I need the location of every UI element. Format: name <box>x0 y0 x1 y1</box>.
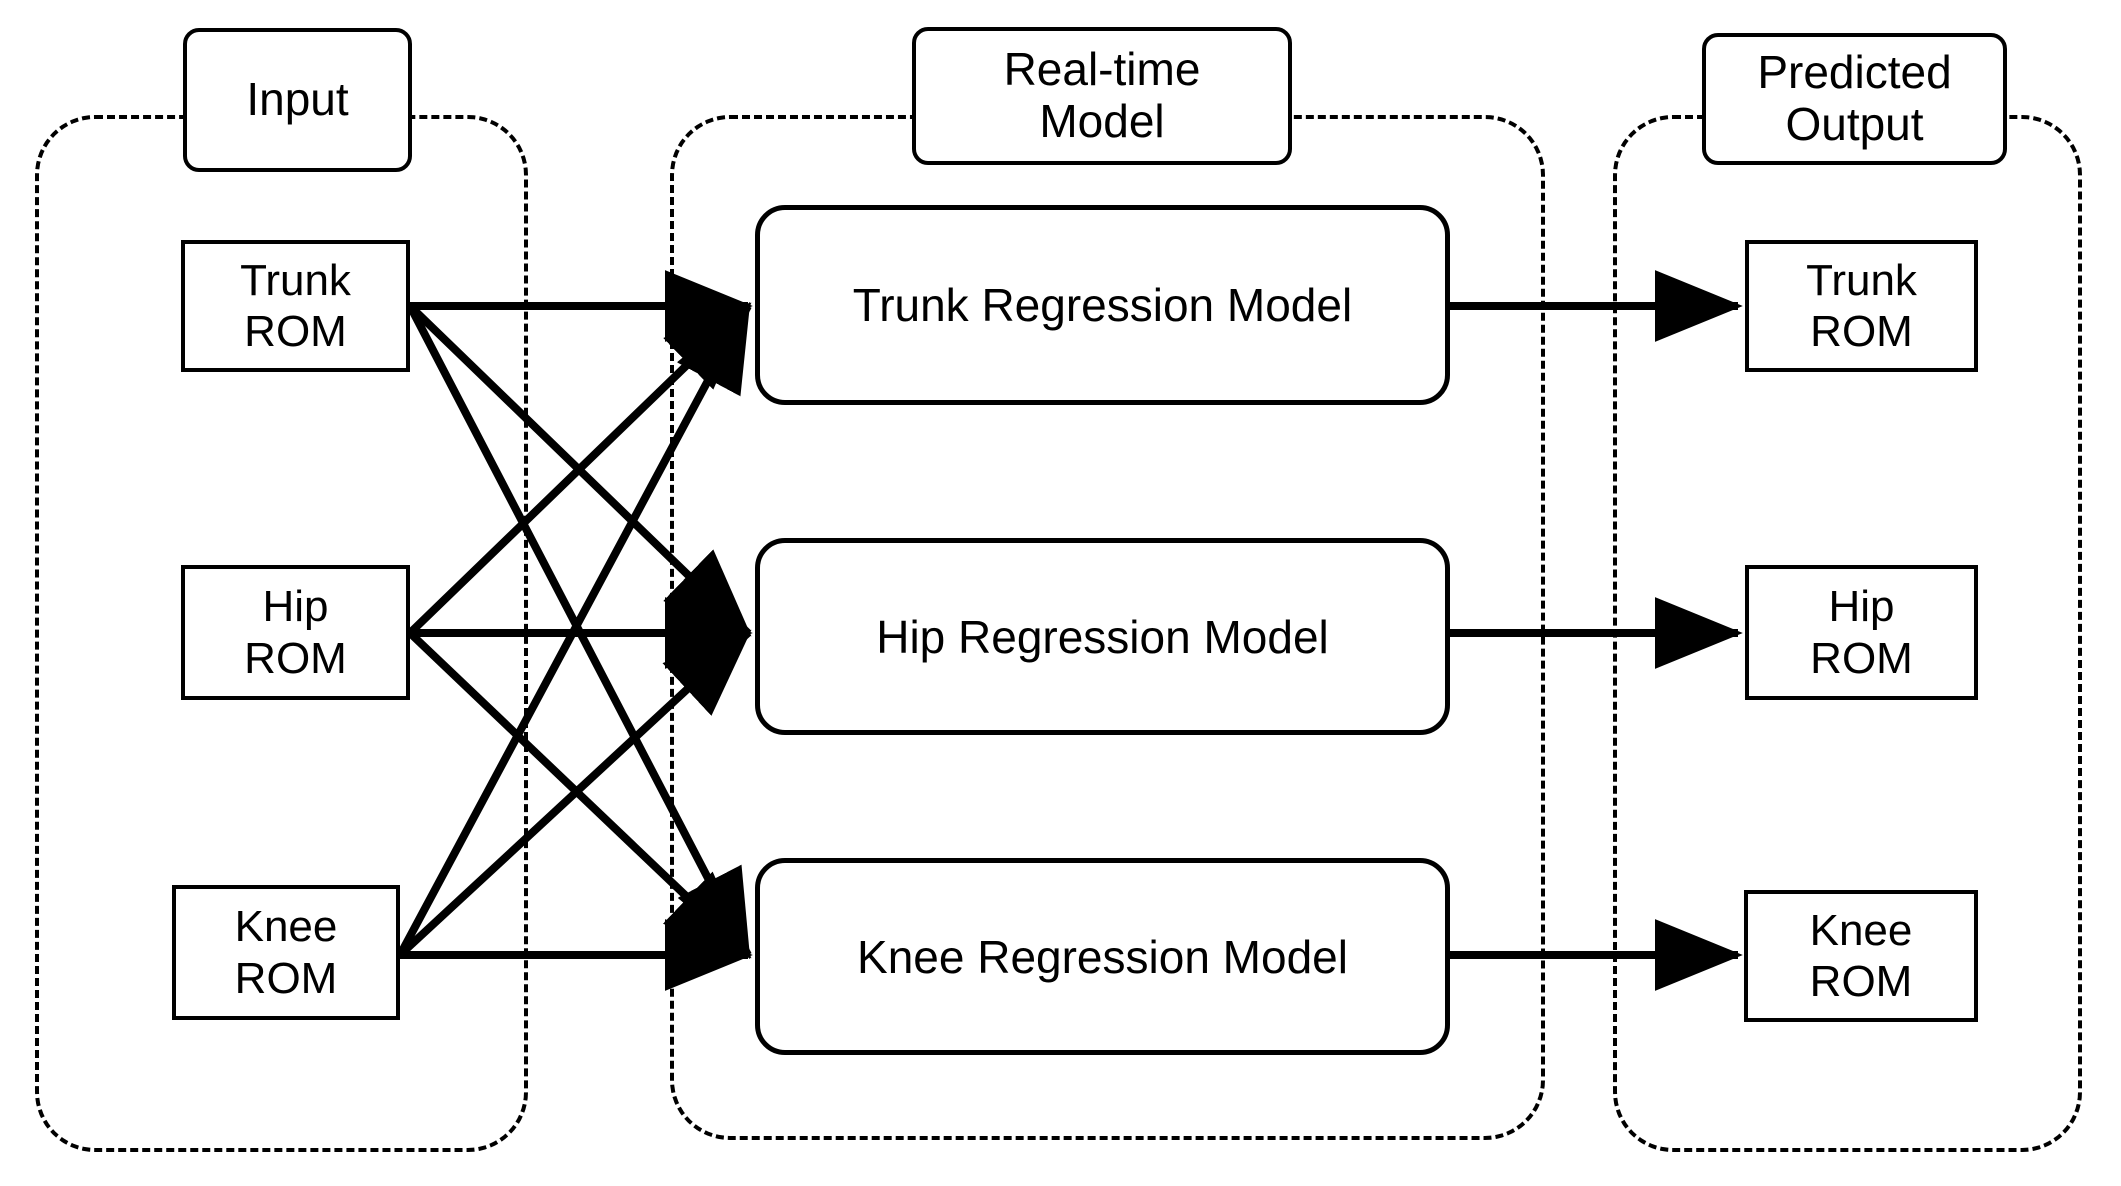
trunk-regression-model-label: Trunk Regression Model <box>852 279 1353 331</box>
knee-rom-input-line2: ROM <box>234 953 338 1003</box>
trunk-rom-output-line1: Trunk <box>1806 255 1917 305</box>
model-group-label-line1: Real-time <box>1003 43 1201 96</box>
knee-rom-output-box: Knee ROM <box>1744 890 1978 1022</box>
knee-regression-model-label: Knee Regression Model <box>857 930 1348 983</box>
hip-rom-input-line1: Hip <box>262 582 329 632</box>
input-group-label-text: Input <box>246 73 349 126</box>
model-group-label: Real-time Model <box>912 27 1292 165</box>
trunk-rom-input-line1: Trunk <box>240 255 351 305</box>
hip-rom-output-box: Hip ROM <box>1745 565 1978 700</box>
output-group-label-line2: Output <box>1785 98 1924 150</box>
input-group-label: Input <box>183 28 412 172</box>
arrow-knee-input-to-hip-model <box>397 629 752 958</box>
hip-rom-input-box: Hip ROM <box>181 565 410 700</box>
trunk-rom-output-box: Trunk ROM <box>1745 240 1978 372</box>
knee-rom-output-line2: ROM <box>1809 957 1913 1006</box>
knee-rom-output-line1: Knee <box>1809 905 1913 955</box>
knee-rom-input-line1: Knee <box>234 902 338 952</box>
output-group-label: Predicted Output <box>1702 33 2007 165</box>
hip-regression-model-box: Hip Regression Model <box>755 538 1450 735</box>
trunk-rom-output-line2: ROM <box>1810 307 1913 356</box>
hip-rom-input-line2: ROM <box>244 633 347 683</box>
knee-regression-model-box: Knee Regression Model <box>755 858 1450 1055</box>
trunk-rom-input-line2: ROM <box>244 307 347 356</box>
trunk-rom-input-box: Trunk ROM <box>181 240 410 372</box>
model-group-label-line2: Model <box>1039 95 1165 147</box>
hip-rom-output-line1: Hip <box>1828 582 1895 632</box>
knee-rom-input-box: Knee ROM <box>172 885 400 1020</box>
trunk-regression-model-box: Trunk Regression Model <box>755 205 1450 405</box>
output-group-label-line1: Predicted <box>1757 46 1952 99</box>
arrow-knee-input-to-trunk-model <box>396 301 752 957</box>
hip-regression-model-label: Hip Regression Model <box>876 610 1329 663</box>
hip-rom-output-line2: ROM <box>1810 633 1913 683</box>
